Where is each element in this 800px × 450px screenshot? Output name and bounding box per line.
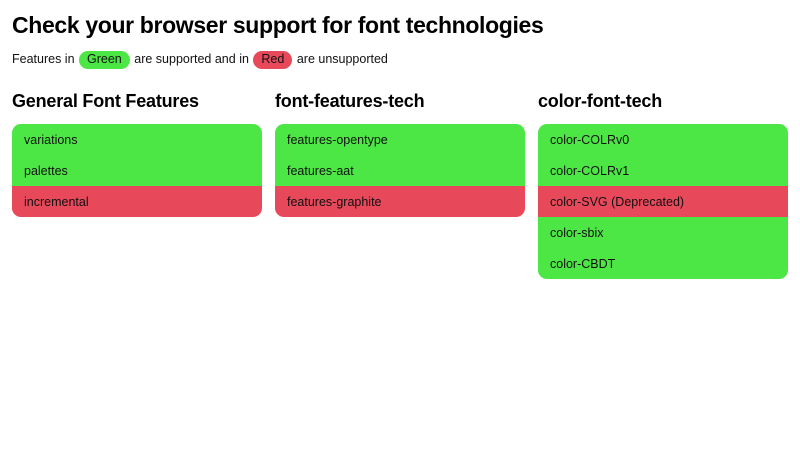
feature-row: color-COLRv0 [538,124,788,155]
feature-row: color-sbix [538,217,788,248]
feature-columns: General Font Features variations palette… [12,90,788,279]
feature-label: color-COLRv1 [550,163,630,178]
feature-label: incremental [24,194,89,209]
feature-label: features-aat [287,163,354,178]
feature-label: color-sbix [550,225,604,240]
feature-column-general-font-features: General Font Features variations palette… [12,90,262,217]
legend-prefix-text: Features in [12,52,75,66]
feature-row: features-graphite [275,186,525,217]
feature-label: features-opentype [287,132,388,147]
feature-row: palettes [12,155,262,186]
feature-card: color-COLRv0 color-COLRv1 color-SVG (Dep… [538,124,788,279]
feature-label: color-CBDT [550,256,616,271]
column-title: General Font Features [12,91,199,111]
feature-row: variations [12,124,262,155]
feature-row: color-COLRv1 [538,155,788,186]
feature-label: palettes [24,163,68,178]
legend-suffix-text: are unsupported [296,52,388,66]
legend-supported-badge: Green [79,51,130,69]
legend-unsupported-badge: Red [253,51,293,69]
feature-label: color-SVG (Deprecated) [550,194,685,209]
feature-row: color-SVG (Deprecated) [538,186,788,217]
feature-column-font-features-tech: font-features-tech features-opentype fea… [275,90,525,217]
feature-label: features-graphite [287,194,382,209]
legend-middle-text: are supported and in [134,52,249,66]
feature-card: variations palettes incremental [12,124,262,217]
column-title: color-font-tech [538,91,662,111]
feature-row: features-opentype [275,124,525,155]
page-title: Check your browser support for font tech… [12,12,544,38]
feature-label: color-COLRv0 [550,132,630,147]
feature-row: features-aat [275,155,525,186]
column-title: font-features-tech [275,91,425,111]
feature-label: variations [24,132,78,147]
feature-card: features-opentype features-aat features-… [275,124,525,217]
feature-column-color-font-tech: color-font-tech color-COLRv0 color-COLRv… [538,90,788,279]
legend: Features in Green are supported and in R… [12,51,788,69]
feature-row: color-CBDT [538,248,788,279]
feature-row: incremental [12,186,262,217]
